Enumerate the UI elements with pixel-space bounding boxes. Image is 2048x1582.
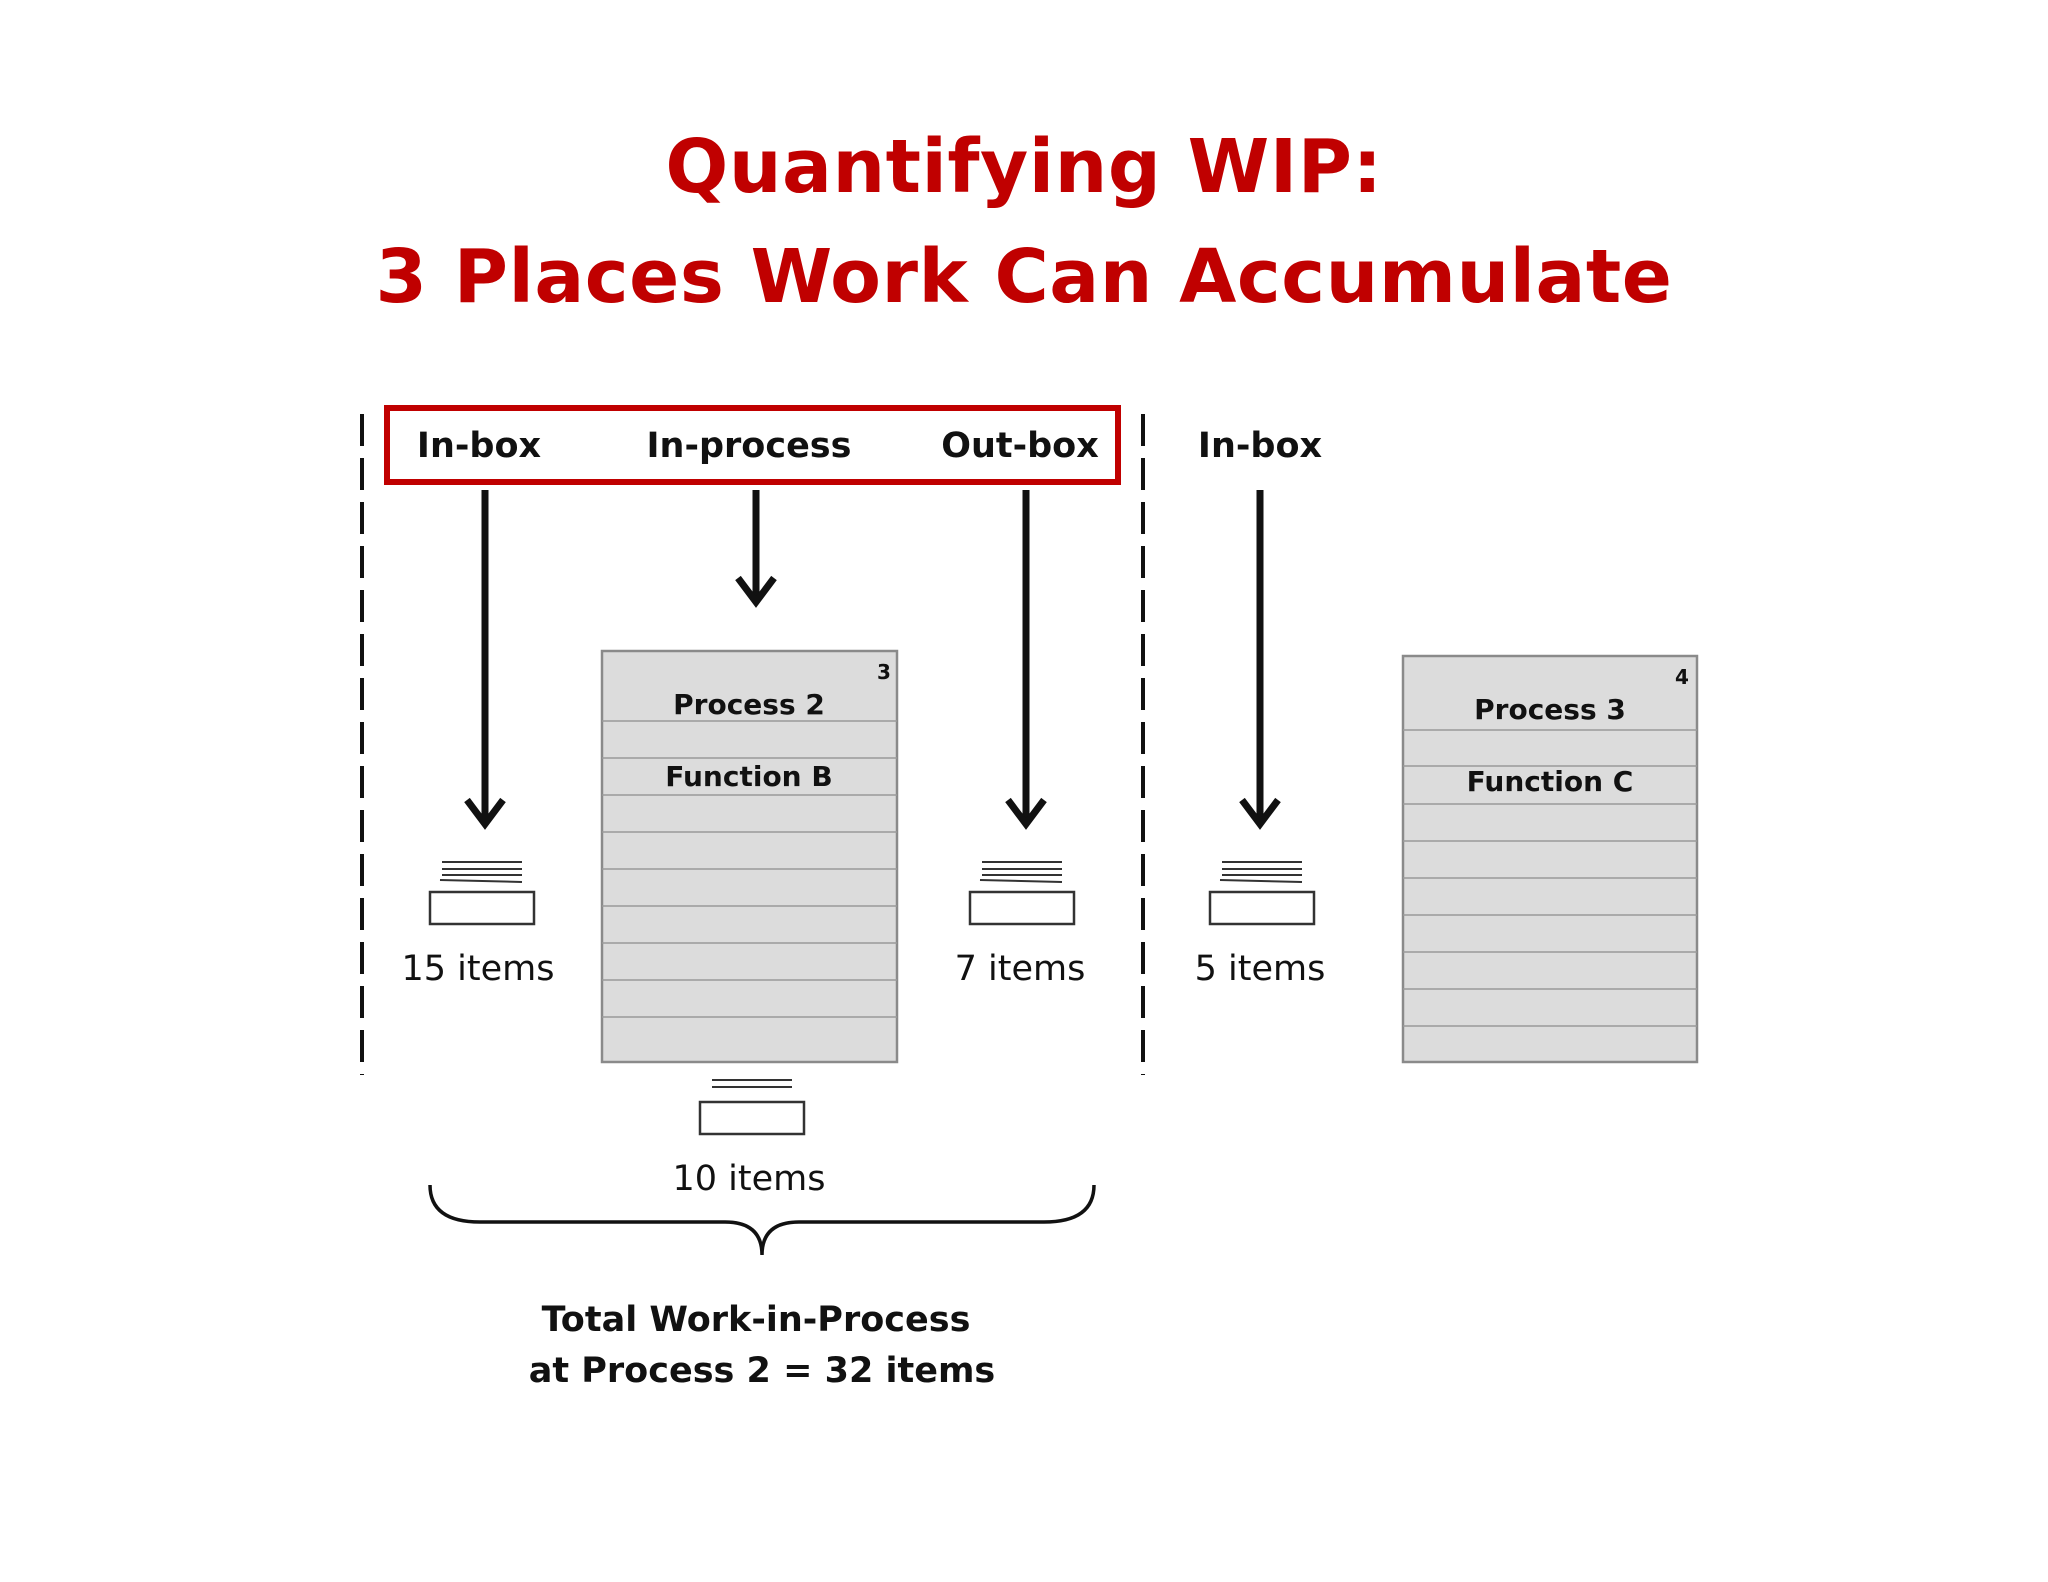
- inbox-tray-icon: [428, 861, 536, 926]
- process-3-function: Function C: [1467, 765, 1634, 798]
- total-wip-line-1: Total Work-in-Process: [542, 1300, 971, 1340]
- total-wip-line-2: at Process 2 = 32 items: [529, 1351, 996, 1391]
- in-process-tray-icon: [698, 1079, 806, 1136]
- label-outbox: Out-box: [941, 426, 1099, 466]
- in-process-count: 10 items: [673, 1159, 826, 1199]
- process-3-number: 4: [1675, 665, 1689, 689]
- outbox-count: 7 items: [955, 949, 1086, 989]
- arrow-in-process: [735, 490, 777, 608]
- highlight-box: [384, 405, 1121, 485]
- process-2-card: 3 Process 2 Function B: [600, 649, 899, 1064]
- process-3-card: 4 Process 3 Function C: [1401, 654, 1699, 1064]
- label-next-inbox: In-box: [1198, 426, 1323, 466]
- slide-title-line-1: Quantifying WIP:: [665, 124, 1383, 210]
- arrow-outbox: [1005, 490, 1047, 830]
- arrow-next-inbox: [1239, 490, 1281, 830]
- next-inbox-count: 5 items: [1195, 949, 1326, 989]
- inbox-count: 15 items: [402, 949, 555, 989]
- total-curly-brace: [428, 1184, 1096, 1256]
- next-inbox-tray-icon: [1208, 861, 1316, 926]
- process-3-name: Process 3: [1474, 693, 1626, 726]
- slide-title-line-2: 3 Places Work Can Accumulate: [375, 234, 1673, 320]
- arrow-inbox: [464, 490, 506, 830]
- label-in-process: In-process: [647, 426, 852, 466]
- process-2-number: 3: [877, 660, 891, 684]
- outbox-tray-icon: [968, 861, 1076, 926]
- process-2-name: Process 2: [673, 688, 825, 721]
- label-inbox: In-box: [417, 426, 542, 466]
- process-2-function: Function B: [665, 760, 832, 793]
